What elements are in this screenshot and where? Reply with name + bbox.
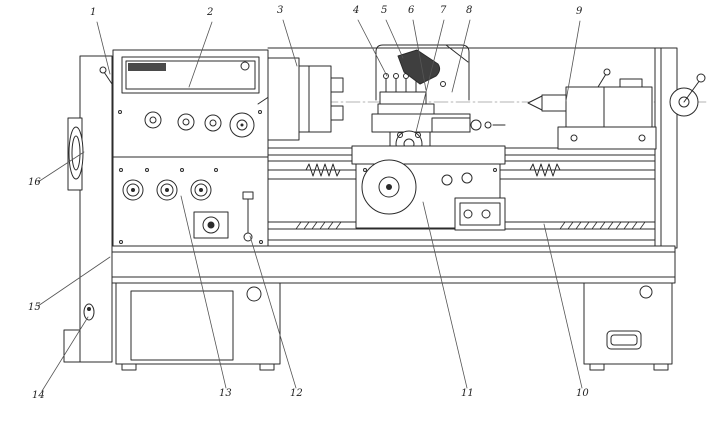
- louver: [606, 330, 642, 350]
- speed-dial: [229, 112, 255, 138]
- callout-1: 1: [90, 7, 97, 18]
- feed-knob-2: [156, 179, 178, 201]
- callout-2: 2: [207, 7, 214, 18]
- callout-8: 8: [466, 5, 473, 16]
- callout-5: 5: [381, 5, 388, 16]
- leader-lines: [37, 19, 583, 392]
- machine-base: [109, 245, 676, 371]
- speed-knob-3: [204, 114, 222, 132]
- callout-7: 7: [440, 5, 447, 16]
- foot-switch: [83, 303, 95, 321]
- left-end-guard: [63, 55, 113, 363]
- way-cover-right: [529, 163, 561, 177]
- quill-lock-knob: [603, 68, 611, 76]
- callout-15: 15: [28, 302, 41, 313]
- apron: [351, 145, 506, 231]
- bed-right-end: [654, 47, 678, 249]
- brake-lever-knob: [99, 66, 107, 74]
- callout-14: 14: [32, 390, 45, 401]
- callout-10: 10: [576, 388, 589, 399]
- callout-4: 4: [353, 5, 360, 16]
- tool-cluster: [377, 49, 446, 115]
- callout-9: 9: [576, 6, 583, 17]
- side-handwheel: [68, 126, 84, 180]
- headstock: [112, 49, 282, 158]
- callout-11: 11: [461, 388, 474, 399]
- feed-gearbox: [112, 156, 269, 247]
- cutting-tool: [397, 49, 441, 85]
- dead-center: [527, 95, 543, 111]
- callout-16: 16: [28, 177, 41, 188]
- chip-guard: [375, 44, 470, 101]
- chuck-jaw-top: [330, 77, 344, 93]
- chuck-jaw-bottom: [330, 105, 344, 121]
- speed-knob-2: [177, 113, 195, 131]
- feed-knob-1: [122, 179, 144, 201]
- way-cover-left: [305, 163, 341, 177]
- callout-13: 13: [219, 388, 232, 399]
- left-pedestal-door: [130, 290, 234, 361]
- right-pedestal: [583, 282, 673, 365]
- callout-12: 12: [290, 388, 303, 399]
- callout-6: 6: [408, 5, 415, 16]
- nameplate: [121, 56, 260, 94]
- quill: [541, 94, 569, 112]
- feed-knob-3: [190, 179, 212, 201]
- tailstock: [527, 68, 706, 150]
- speed-knob-1: [144, 111, 162, 129]
- engage-lever-ball: [243, 232, 253, 242]
- callout-3: 3: [277, 5, 284, 16]
- chuck: [267, 57, 344, 141]
